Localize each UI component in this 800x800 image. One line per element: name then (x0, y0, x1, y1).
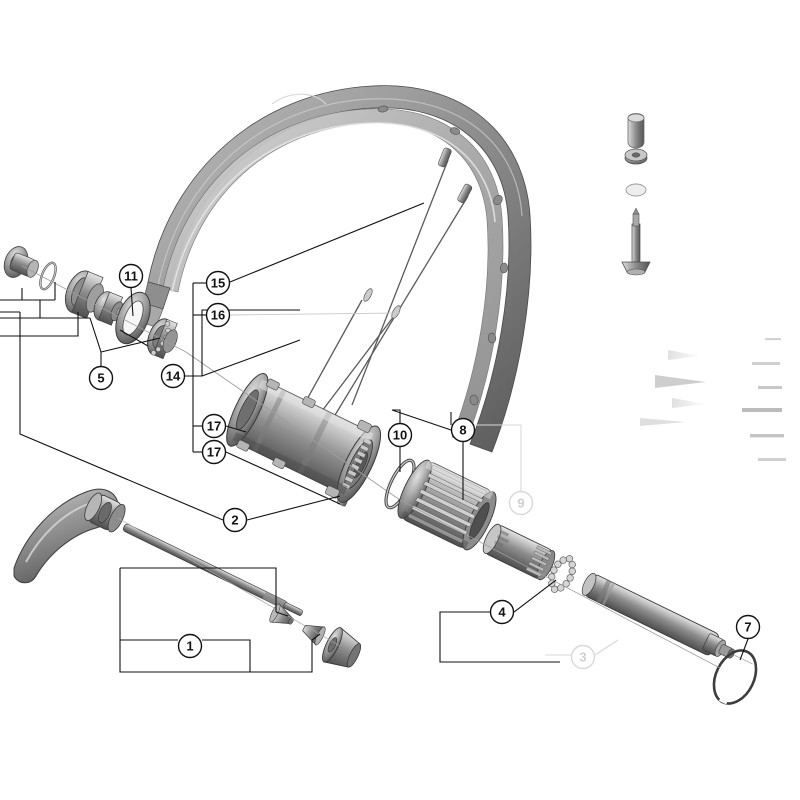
callout-10[interactable]: 10 (387, 422, 413, 448)
callout-15[interactable]: 15 (205, 270, 231, 296)
callout-7[interactable]: 7 (735, 614, 761, 640)
callout-3-label: 3 (579, 650, 586, 665)
callout-4[interactable]: 4 (489, 599, 515, 625)
callout-11-label: 11 (124, 269, 138, 284)
left-axle-parts-graphic (3, 246, 187, 360)
callout-4-label: 4 (498, 605, 506, 620)
callout-1-label: 1 (186, 639, 193, 654)
rim-assembly-graphic (136, 85, 532, 453)
callout-8-label: 8 (459, 423, 466, 438)
callout-17-lower[interactable]: 17 (201, 439, 227, 465)
freehub-assembly-graphic (384, 458, 758, 705)
faded-spoke-ghosts (640, 338, 786, 461)
callout-9[interactable]: 9 (508, 490, 534, 516)
spokes-graphic (289, 159, 469, 441)
callout-17-lower-label: 17 (207, 445, 221, 460)
callout-bubbles: 1 2 3 4 5 7 8 (88, 263, 761, 670)
callout-11[interactable]: 11 (118, 263, 144, 289)
callout-17-upper-label: 17 (207, 419, 221, 434)
callout-2[interactable]: 2 (222, 507, 248, 533)
callout-16-label: 16 (211, 308, 225, 323)
callout-1[interactable]: 1 (177, 633, 203, 659)
valve-stem-graphic (621, 207, 651, 276)
valve-parts-graphic (621, 113, 651, 276)
callout-17-upper[interactable]: 17 (201, 413, 227, 439)
callout-7-label: 7 (744, 620, 751, 635)
callout-2-label: 2 (231, 513, 238, 528)
callout-14-label: 14 (166, 369, 181, 384)
callout-10-label: 10 (393, 428, 407, 443)
callout-16[interactable]: 16 (205, 302, 231, 328)
callout-5-label: 5 (97, 371, 104, 386)
callout-15-label: 15 (211, 276, 225, 291)
callout-3[interactable]: 3 (570, 644, 596, 670)
hub-shell-graphic (185, 351, 401, 503)
leader-lines (0, 202, 749, 673)
callout-14[interactable]: 14 (160, 363, 186, 389)
callout-5[interactable]: 5 (88, 365, 114, 391)
callout-8[interactable]: 8 (450, 417, 476, 443)
callout-9-label: 9 (517, 496, 524, 511)
quick-release-graphic (13, 488, 362, 668)
